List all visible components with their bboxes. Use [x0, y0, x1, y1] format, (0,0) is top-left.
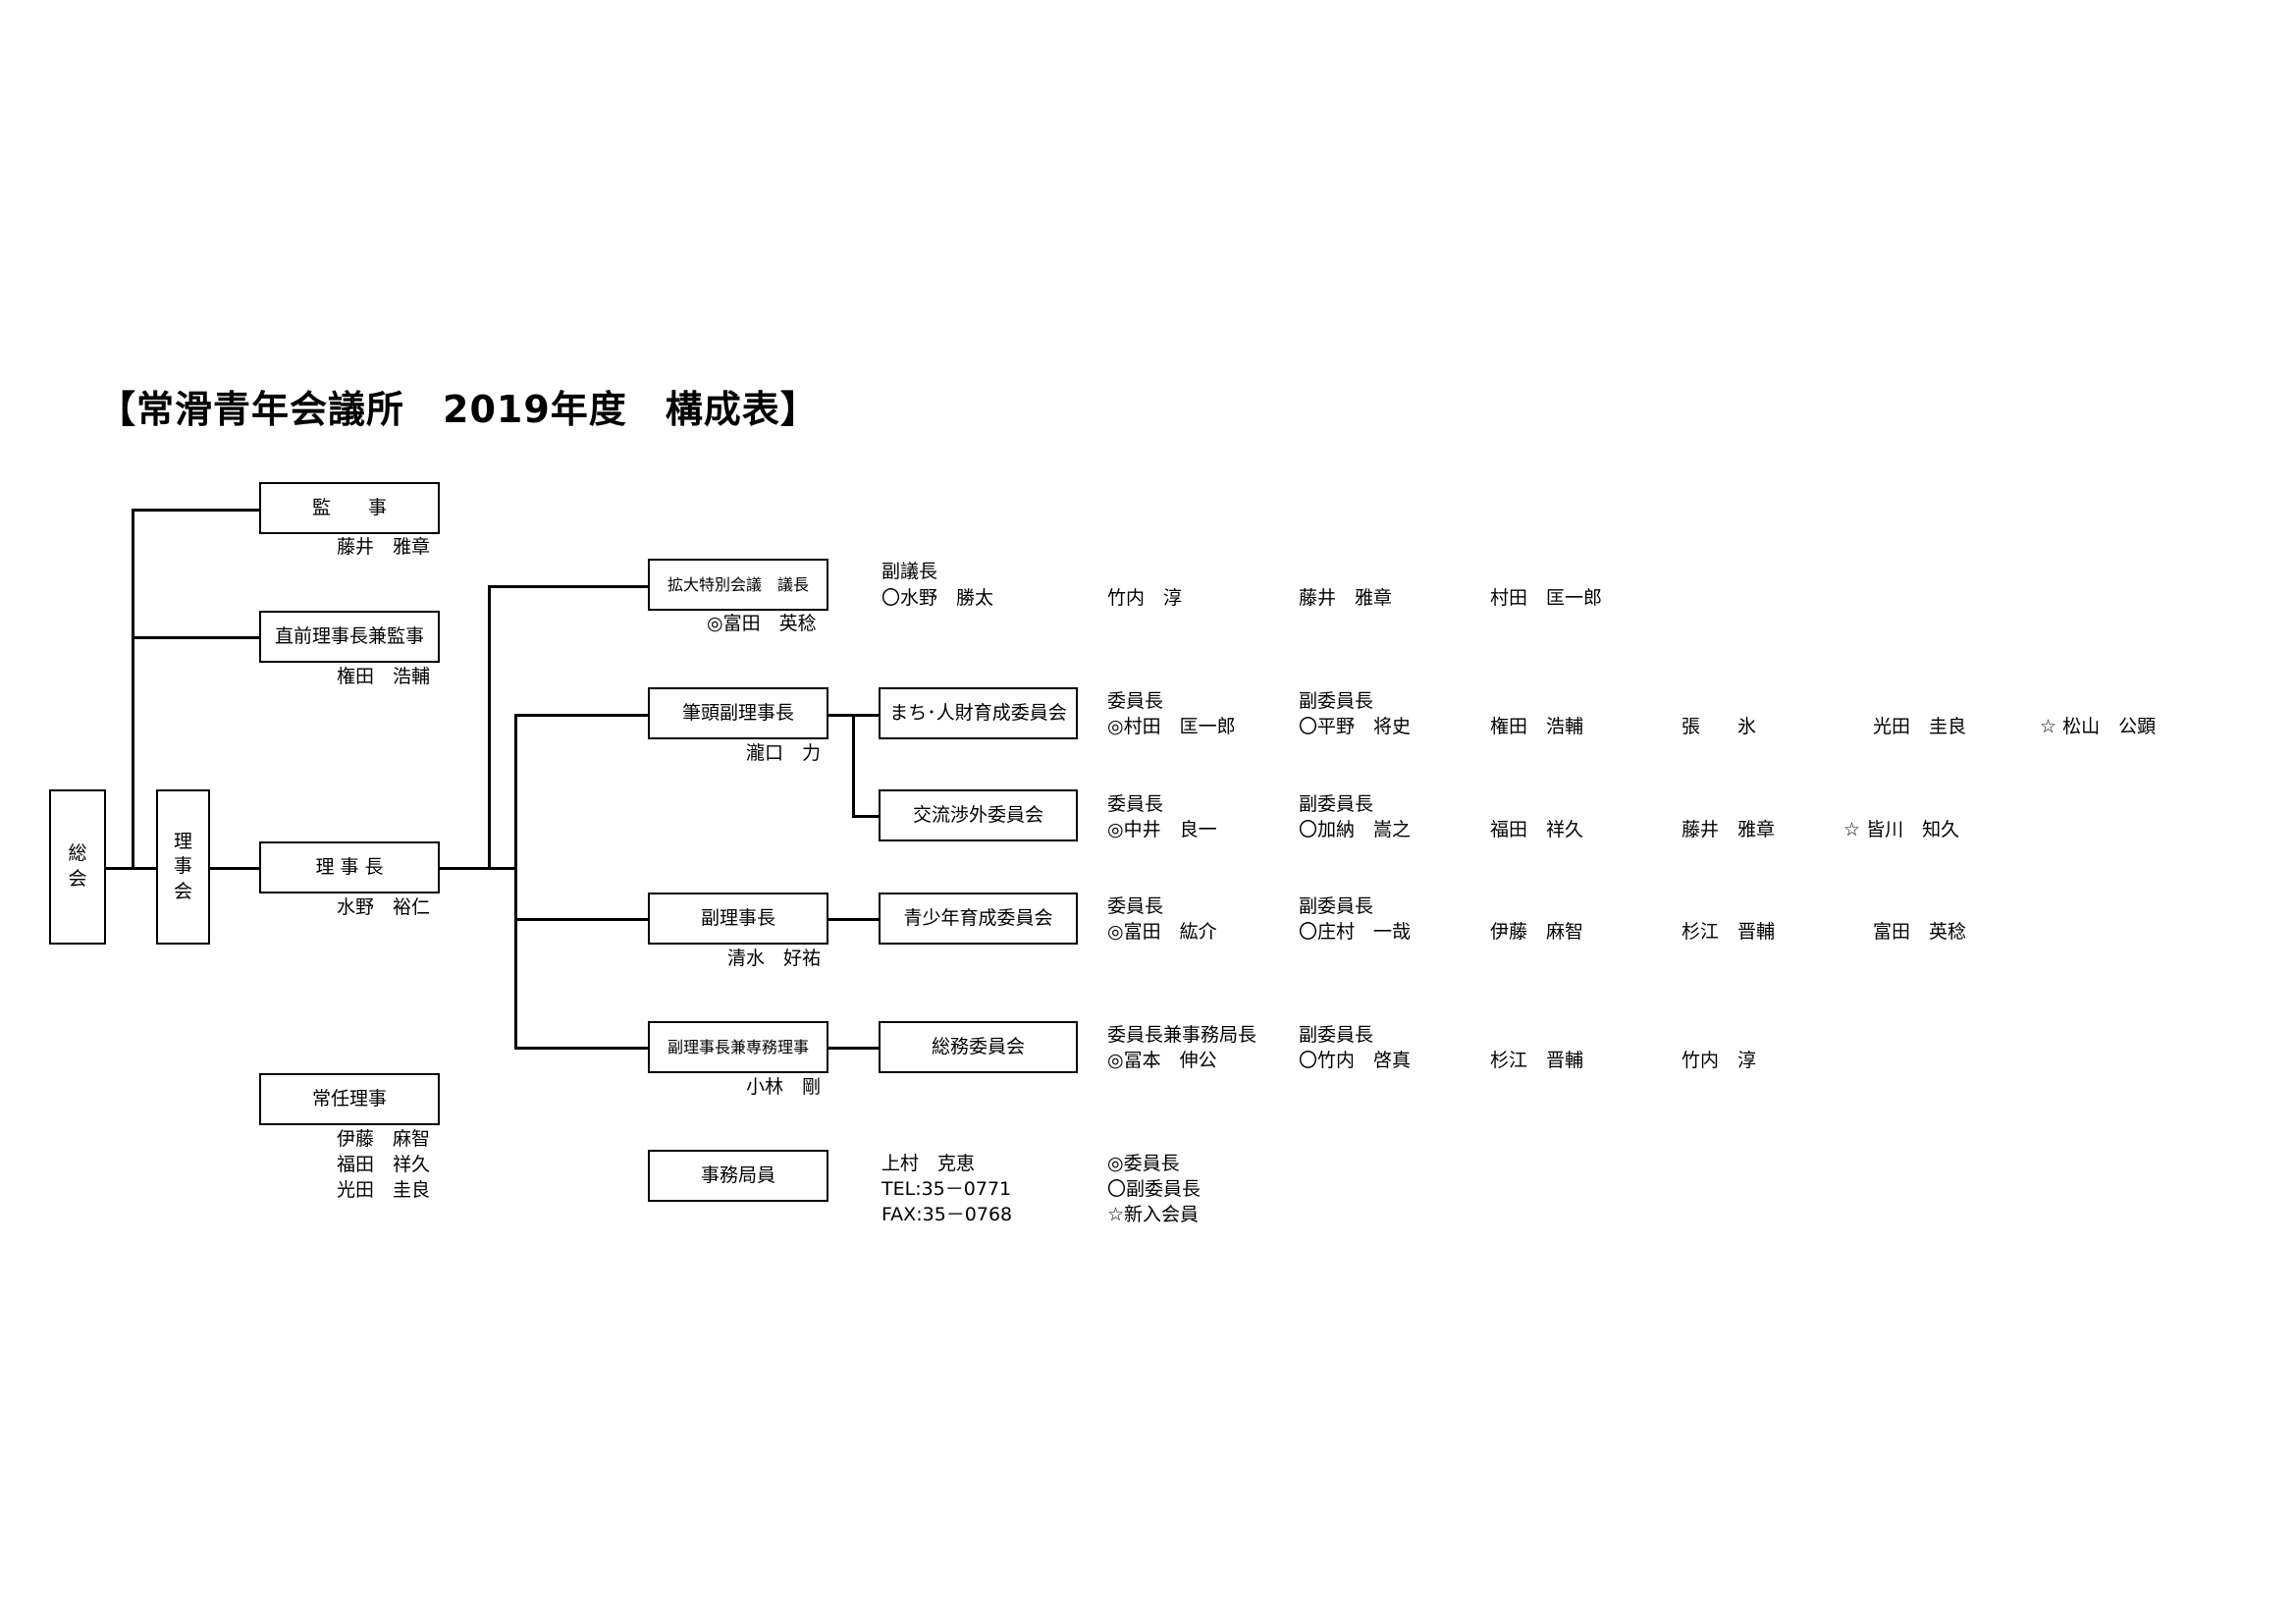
board-of-directors-box: 理 事 会: [156, 789, 210, 945]
member-name: 藤井 雅章: [1682, 819, 1776, 840]
connector-line: [132, 509, 134, 868]
secretariat-box: 事務局員: [648, 1150, 828, 1202]
connector-line: [209, 867, 259, 870]
connector-line: [852, 714, 855, 817]
vice-chair-name: 〇竹内 啓真: [1299, 1050, 1412, 1071]
vice-chair-name: 〇加納 嵩之: [1299, 819, 1412, 840]
connector-line: [438, 867, 515, 870]
special-meeting-chair-name: ◎富田 英稔: [707, 613, 817, 634]
vice-chair-label: 副委員長: [1299, 895, 1374, 917]
general-assembly-box: 総 会: [49, 789, 106, 945]
secretariat-name: 上村 克恵: [881, 1153, 976, 1174]
chair-name: ◎富田 紘介: [1107, 921, 1217, 943]
president-box: 理 事 長: [259, 841, 440, 893]
member-name: 福田 祥久: [1490, 819, 1584, 840]
connector-line: [132, 509, 259, 512]
special-meeting-chair-box: 拡大特別会議 議長: [648, 559, 828, 611]
senior-vice-president-name: 瀧口 力: [746, 742, 822, 764]
youth-committee-box: 青少年育成委員会: [879, 893, 1078, 945]
member-name: 〇水野 勝太: [881, 587, 994, 609]
member-name: 藤井 雅章: [1299, 587, 1393, 609]
secretariat-fax: FAX:35－0768: [881, 1204, 1013, 1225]
vice-chair-label: 副委員長: [1299, 690, 1374, 712]
chair-name: ◎冨本 伸公: [1107, 1050, 1217, 1071]
chair-label: 委員長兼事務局長: [1107, 1024, 1257, 1046]
vice-chair-label: 副委員長: [1299, 793, 1374, 815]
legend-item: 〇副委員長: [1107, 1178, 1201, 1200]
chair-label: 委員長: [1107, 690, 1164, 712]
chair-label: 委員長: [1107, 895, 1164, 917]
general-affairs-committee-box: 総務委員会: [879, 1021, 1078, 1073]
connector-line: [514, 918, 648, 921]
member-name: 伊藤 麻智: [1490, 921, 1584, 943]
connector-line: [514, 1047, 648, 1050]
member-name: 村田 匡一郎: [1490, 587, 1603, 609]
connector-line: [852, 815, 879, 818]
former-president-box: 直前理事長兼監事: [259, 611, 440, 663]
member-name: ☆ 皆川 知久: [1843, 819, 1960, 840]
auditor-box: 監 事: [259, 482, 440, 534]
president-name: 水野 裕仁: [337, 896, 431, 918]
vice-chair-label: 副委員長: [1299, 1024, 1374, 1046]
member-name: 竹内 淳: [1107, 587, 1183, 609]
connector-line: [132, 636, 259, 639]
member-name: 光田 圭良: [1873, 716, 1967, 737]
connector-line: [514, 714, 648, 717]
managing-director-name: 光田 圭良: [337, 1179, 431, 1201]
member-name: 張 氷: [1682, 716, 1757, 737]
vice-chair-name: 〇庄村 一哉: [1299, 921, 1412, 943]
exchange-committee-box: 交流渉外委員会: [879, 789, 1078, 841]
legend-item: ☆新入会員: [1107, 1204, 1200, 1225]
vice-president-executive-director-name: 小林 剛: [746, 1076, 822, 1098]
chair-label: 委員長: [1107, 793, 1164, 815]
chair-name: ◎中井 良一: [1107, 819, 1217, 840]
former-president-name: 権田 浩輔: [337, 666, 431, 687]
member-name: ☆ 松山 公顕: [2040, 716, 2157, 737]
connector-line: [828, 1047, 879, 1050]
connector-line: [105, 867, 157, 870]
vice-chair-name: 〇平野 将史: [1299, 716, 1412, 737]
page-title: 【常滑青年会議所 2019年度 構成表】: [98, 388, 819, 431]
chair-name: ◎村田 匡一郎: [1107, 716, 1236, 737]
member-name: 権田 浩輔: [1490, 716, 1584, 737]
legend-item: ◎委員長: [1107, 1153, 1180, 1174]
town-talent-committee-box: まち･人財育成委員会: [879, 687, 1078, 739]
vice-president-name: 清水 好祐: [727, 947, 822, 969]
managing-director-box: 常任理事: [259, 1073, 440, 1125]
senior-vice-president-box: 筆頭副理事長: [648, 687, 828, 739]
connector-line: [488, 585, 491, 868]
auditor-name: 藤井 雅章: [337, 536, 431, 558]
member-name: 杉江 晋輔: [1490, 1050, 1584, 1071]
secretariat-tel: TEL:35－0771: [881, 1178, 1012, 1200]
connector-line: [488, 585, 648, 588]
vice-president-executive-director-box: 副理事長兼専務理事: [648, 1021, 828, 1073]
member-name: 竹内 淳: [1682, 1050, 1757, 1071]
member-name: 富田 英稔: [1873, 921, 1967, 943]
vice-chair-label: 副議長: [881, 561, 938, 582]
member-name: 杉江 晋輔: [1682, 921, 1776, 943]
managing-director-name: 福田 祥久: [337, 1154, 431, 1175]
vice-president-box: 副理事長: [648, 893, 828, 945]
connector-line: [828, 918, 879, 921]
managing-director-name: 伊藤 麻智: [337, 1128, 431, 1150]
connector-line: [514, 714, 517, 1048]
